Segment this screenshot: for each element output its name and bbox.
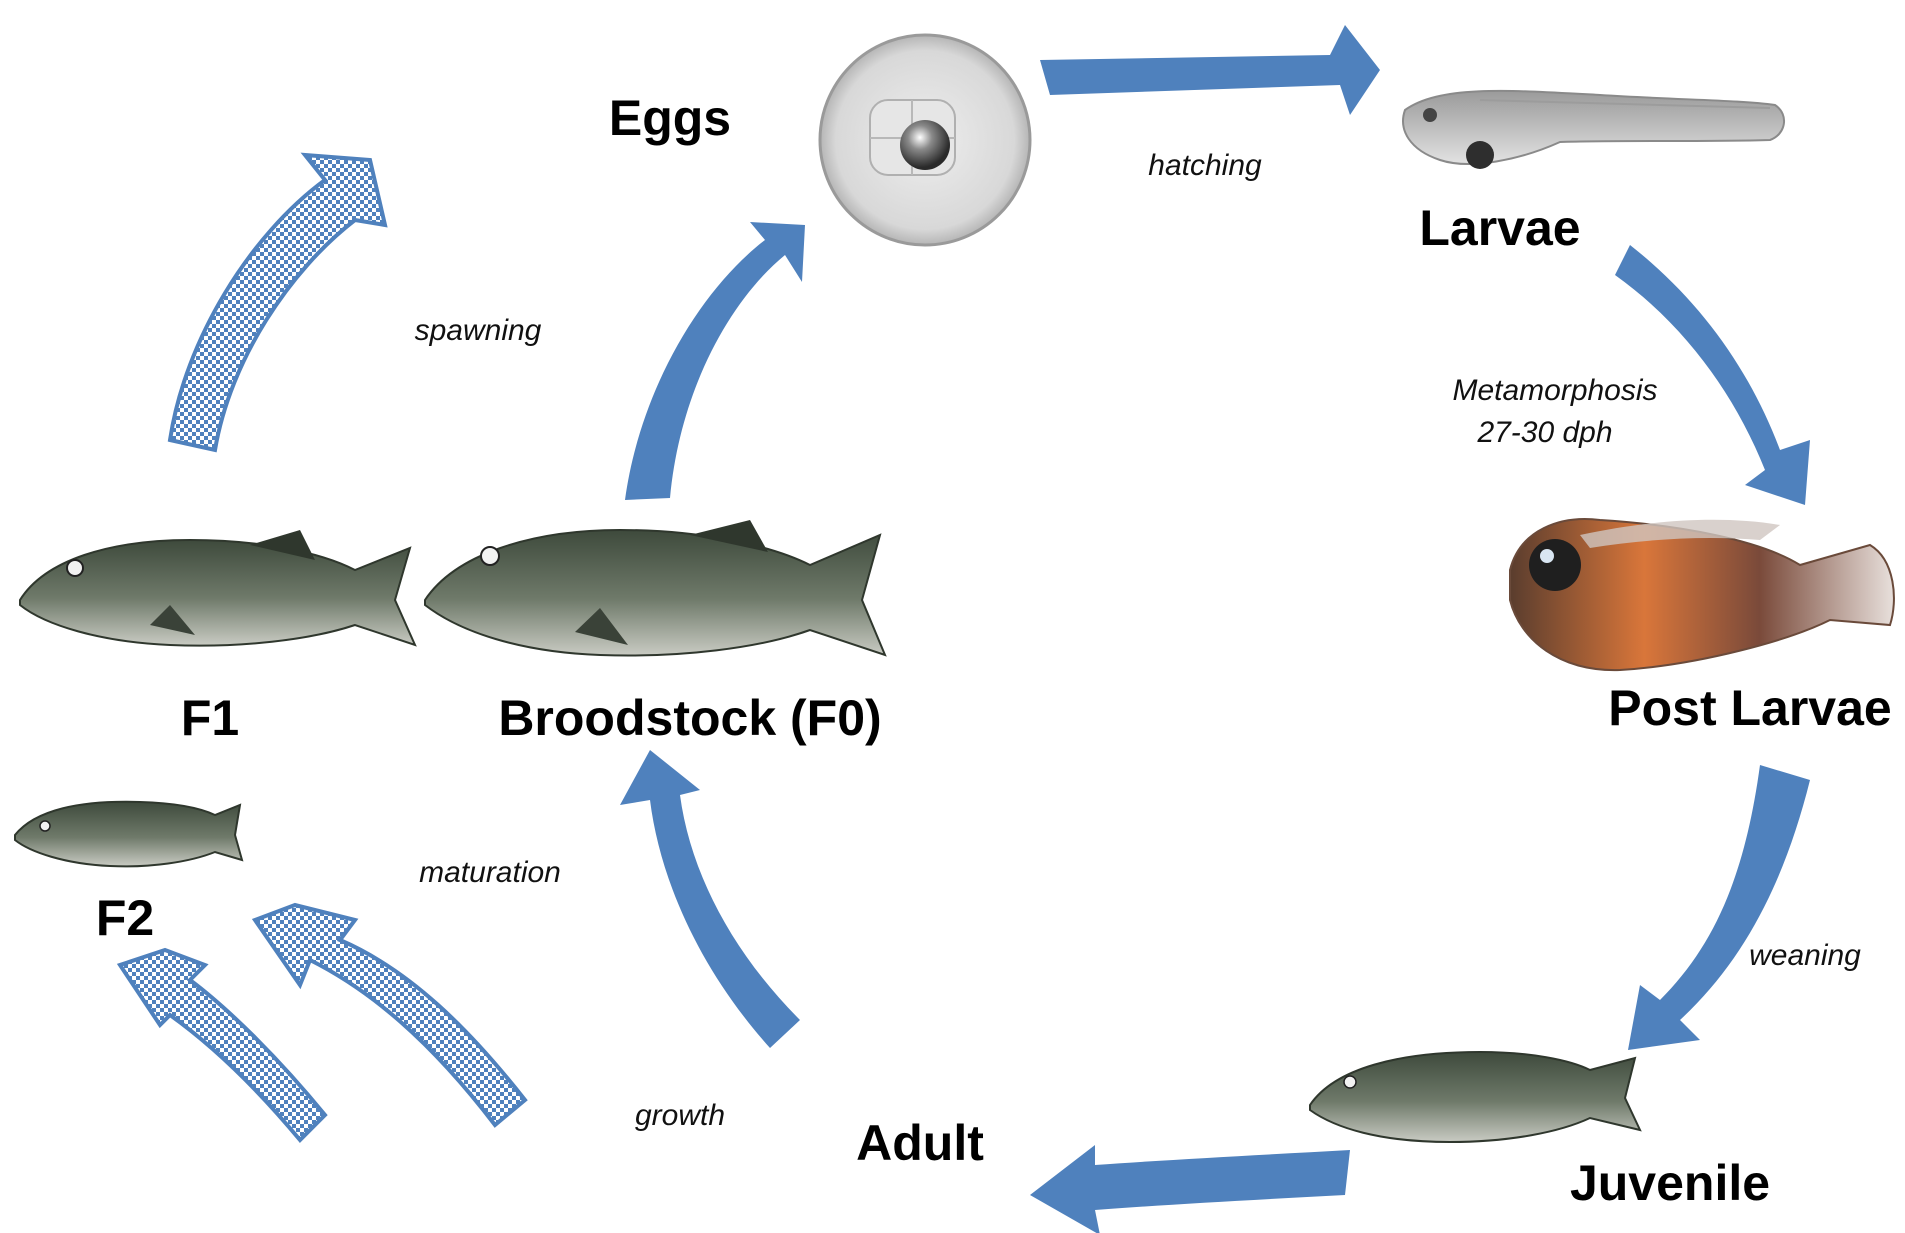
hatching-arrow [1040,25,1380,115]
spawning-label: spawning [415,314,542,347]
metamorphosis-label: Metamorphosis [1452,374,1657,407]
growth-label: growth [635,1099,725,1132]
hatching-label: hatching [1148,149,1262,182]
post-larvae-label: Post Larvae [1608,680,1891,736]
metamorphosis-detail-label: 27-30 dph [1476,416,1612,449]
maturation-arrow [620,750,800,1048]
adult-label: Adult [856,1115,984,1171]
f2-label: F2 [96,890,154,946]
f1-fish-image [20,530,415,646]
maturation-label: maturation [419,856,561,889]
weaning-label: weaning [1749,939,1861,972]
juvenile-label: Juvenile [1570,1155,1770,1211]
eggs-label: Eggs [609,90,731,146]
growth-arrow [1030,1145,1350,1233]
post-larva-image [1510,519,1894,670]
spawning-arrow [625,222,805,500]
f1-spawning-arrow [170,155,385,450]
f1-label: F1 [181,690,239,746]
juvenile-fish-image [1310,1052,1640,1142]
f2-fish-image [15,802,242,867]
broodstock-fish-image [425,520,885,656]
egg-image [820,35,1030,245]
larvae-label: Larvae [1419,200,1580,256]
broodstock-label: Broodstock (F0) [498,690,881,746]
larva-image [1403,91,1784,169]
weaning-arrow [1628,765,1810,1050]
